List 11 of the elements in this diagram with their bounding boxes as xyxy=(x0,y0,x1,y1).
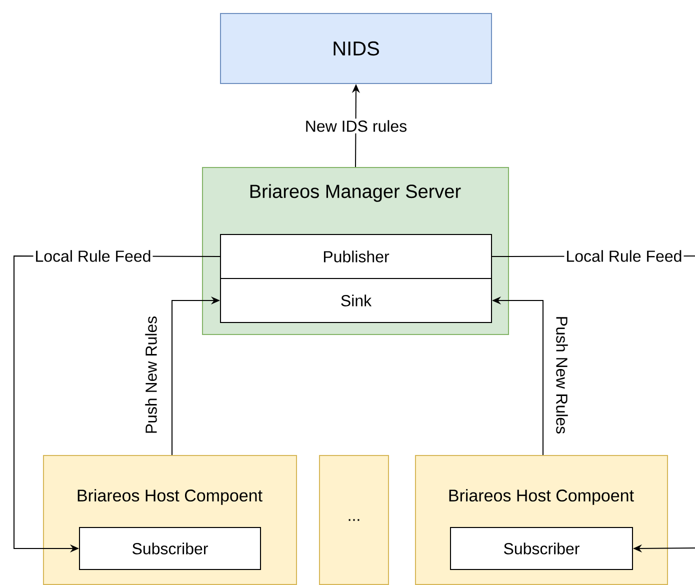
nids-box: NIDS xyxy=(220,13,492,84)
edge-label: Local Rule Feed xyxy=(564,248,684,264)
edge-label: Push New Rules xyxy=(144,314,158,436)
component-box: Subscriber xyxy=(79,527,261,570)
component-box: Sink xyxy=(220,278,492,323)
edge-label: Push New Rules xyxy=(554,314,570,436)
edge-label: Local Rule Feed xyxy=(33,248,153,264)
component-box: Publisher xyxy=(220,234,492,279)
edge-label: New IDS rules xyxy=(303,118,409,134)
host-box: ... xyxy=(319,455,389,585)
component-box: Subscriber xyxy=(450,527,633,570)
